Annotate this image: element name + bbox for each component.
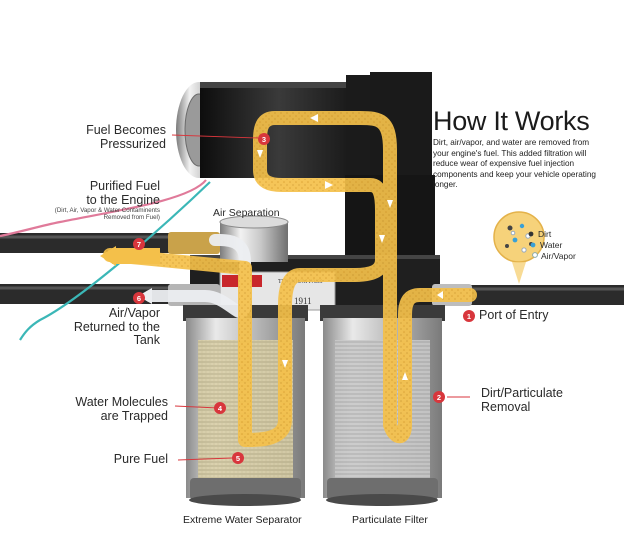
description-text: Dirt, air/vapor, and water are removed f… xyxy=(433,138,596,189)
svg-text:6: 6 xyxy=(137,294,141,303)
water-legend-dot xyxy=(530,242,536,248)
pump-motor xyxy=(176,75,375,180)
step-6-label: Air/Vapor Returned to the Tank xyxy=(40,306,160,348)
pink-wire xyxy=(0,179,207,238)
step-3-label: Fuel Becomes Pressurized xyxy=(62,123,166,151)
step-6-line3: Tank xyxy=(133,333,160,347)
step-badge-5: 5 xyxy=(232,452,244,464)
step-7-line2: to the Engine xyxy=(86,192,160,207)
step-2-label: Dirt/Particulate Removal xyxy=(481,386,563,414)
housing-plate-b: 1911 xyxy=(294,296,312,306)
step-7-note-line1: (Dirt, Air, Vapor & Water Contaminents xyxy=(54,207,160,214)
legend-dirt-label: Dirt xyxy=(538,229,552,239)
step-7-label: Purified Fuel to the Engine xyxy=(40,179,160,207)
step-7-note: (Dirt, Air, Vapor & Water Contaminents R… xyxy=(10,207,160,221)
callout-leaders xyxy=(171,134,470,461)
step-badge-2: 2 xyxy=(433,391,445,403)
outlet-fitting xyxy=(168,232,220,254)
air-separation-label: Air Separation xyxy=(213,207,280,219)
step-1-label: Port of Entry xyxy=(479,308,549,322)
step-badge-6: 6 xyxy=(133,292,145,304)
inlet-hose xyxy=(460,285,624,305)
particulate-filter xyxy=(320,305,445,506)
step-7-note-line2: Removed from Fuel) xyxy=(103,213,160,221)
step-5-label: Pure Fuel xyxy=(113,452,168,466)
dirt-legend-dot xyxy=(528,231,534,237)
step-badges: 1 2 3 4 5 6 7 xyxy=(133,133,475,464)
svg-text:4: 4 xyxy=(218,404,223,413)
step-4-line2: are Trapped xyxy=(100,408,168,423)
svg-text:1: 1 xyxy=(467,312,471,321)
svg-text:2: 2 xyxy=(437,393,441,402)
particulate-filter-caption: Particulate Filter xyxy=(352,514,428,526)
legend-air-vapor-label: Air/Vapor xyxy=(541,251,576,261)
contaminant-legend xyxy=(493,211,545,284)
step-7-line1: Purified Fuel xyxy=(89,179,160,193)
step-badge-7: 7 xyxy=(133,238,145,250)
step-badge-4: 4 xyxy=(214,402,226,414)
legend-water-label: Water xyxy=(540,240,563,250)
step-badge-3: 3 xyxy=(258,133,270,145)
step-4-label: Water Molecules are Trapped xyxy=(50,395,168,423)
page-title: How It Works xyxy=(433,106,590,136)
svg-text:3: 3 xyxy=(262,135,266,144)
step-3-line2: Pressurized xyxy=(100,136,166,151)
step-6-line1: Air/Vapor xyxy=(108,306,160,320)
svg-text:5: 5 xyxy=(236,454,240,463)
step-2-line2: Removal xyxy=(481,399,531,414)
step-2-line1: Dirt/Particulate xyxy=(481,386,563,400)
air-vapor-legend-dot xyxy=(532,252,538,258)
step-3-line1: Fuel Becomes xyxy=(86,123,166,137)
step-6-line2: Returned to the xyxy=(73,319,160,334)
teal-wire xyxy=(19,181,211,341)
water-separator-caption: Extreme Water Separator xyxy=(183,514,302,526)
step-badge-1: 1 xyxy=(463,310,475,322)
fuel-flow-path xyxy=(100,111,477,447)
flow-arrows xyxy=(257,114,443,380)
step-4-line1: Water Molecules xyxy=(75,395,168,409)
svg-text:7: 7 xyxy=(137,240,141,249)
